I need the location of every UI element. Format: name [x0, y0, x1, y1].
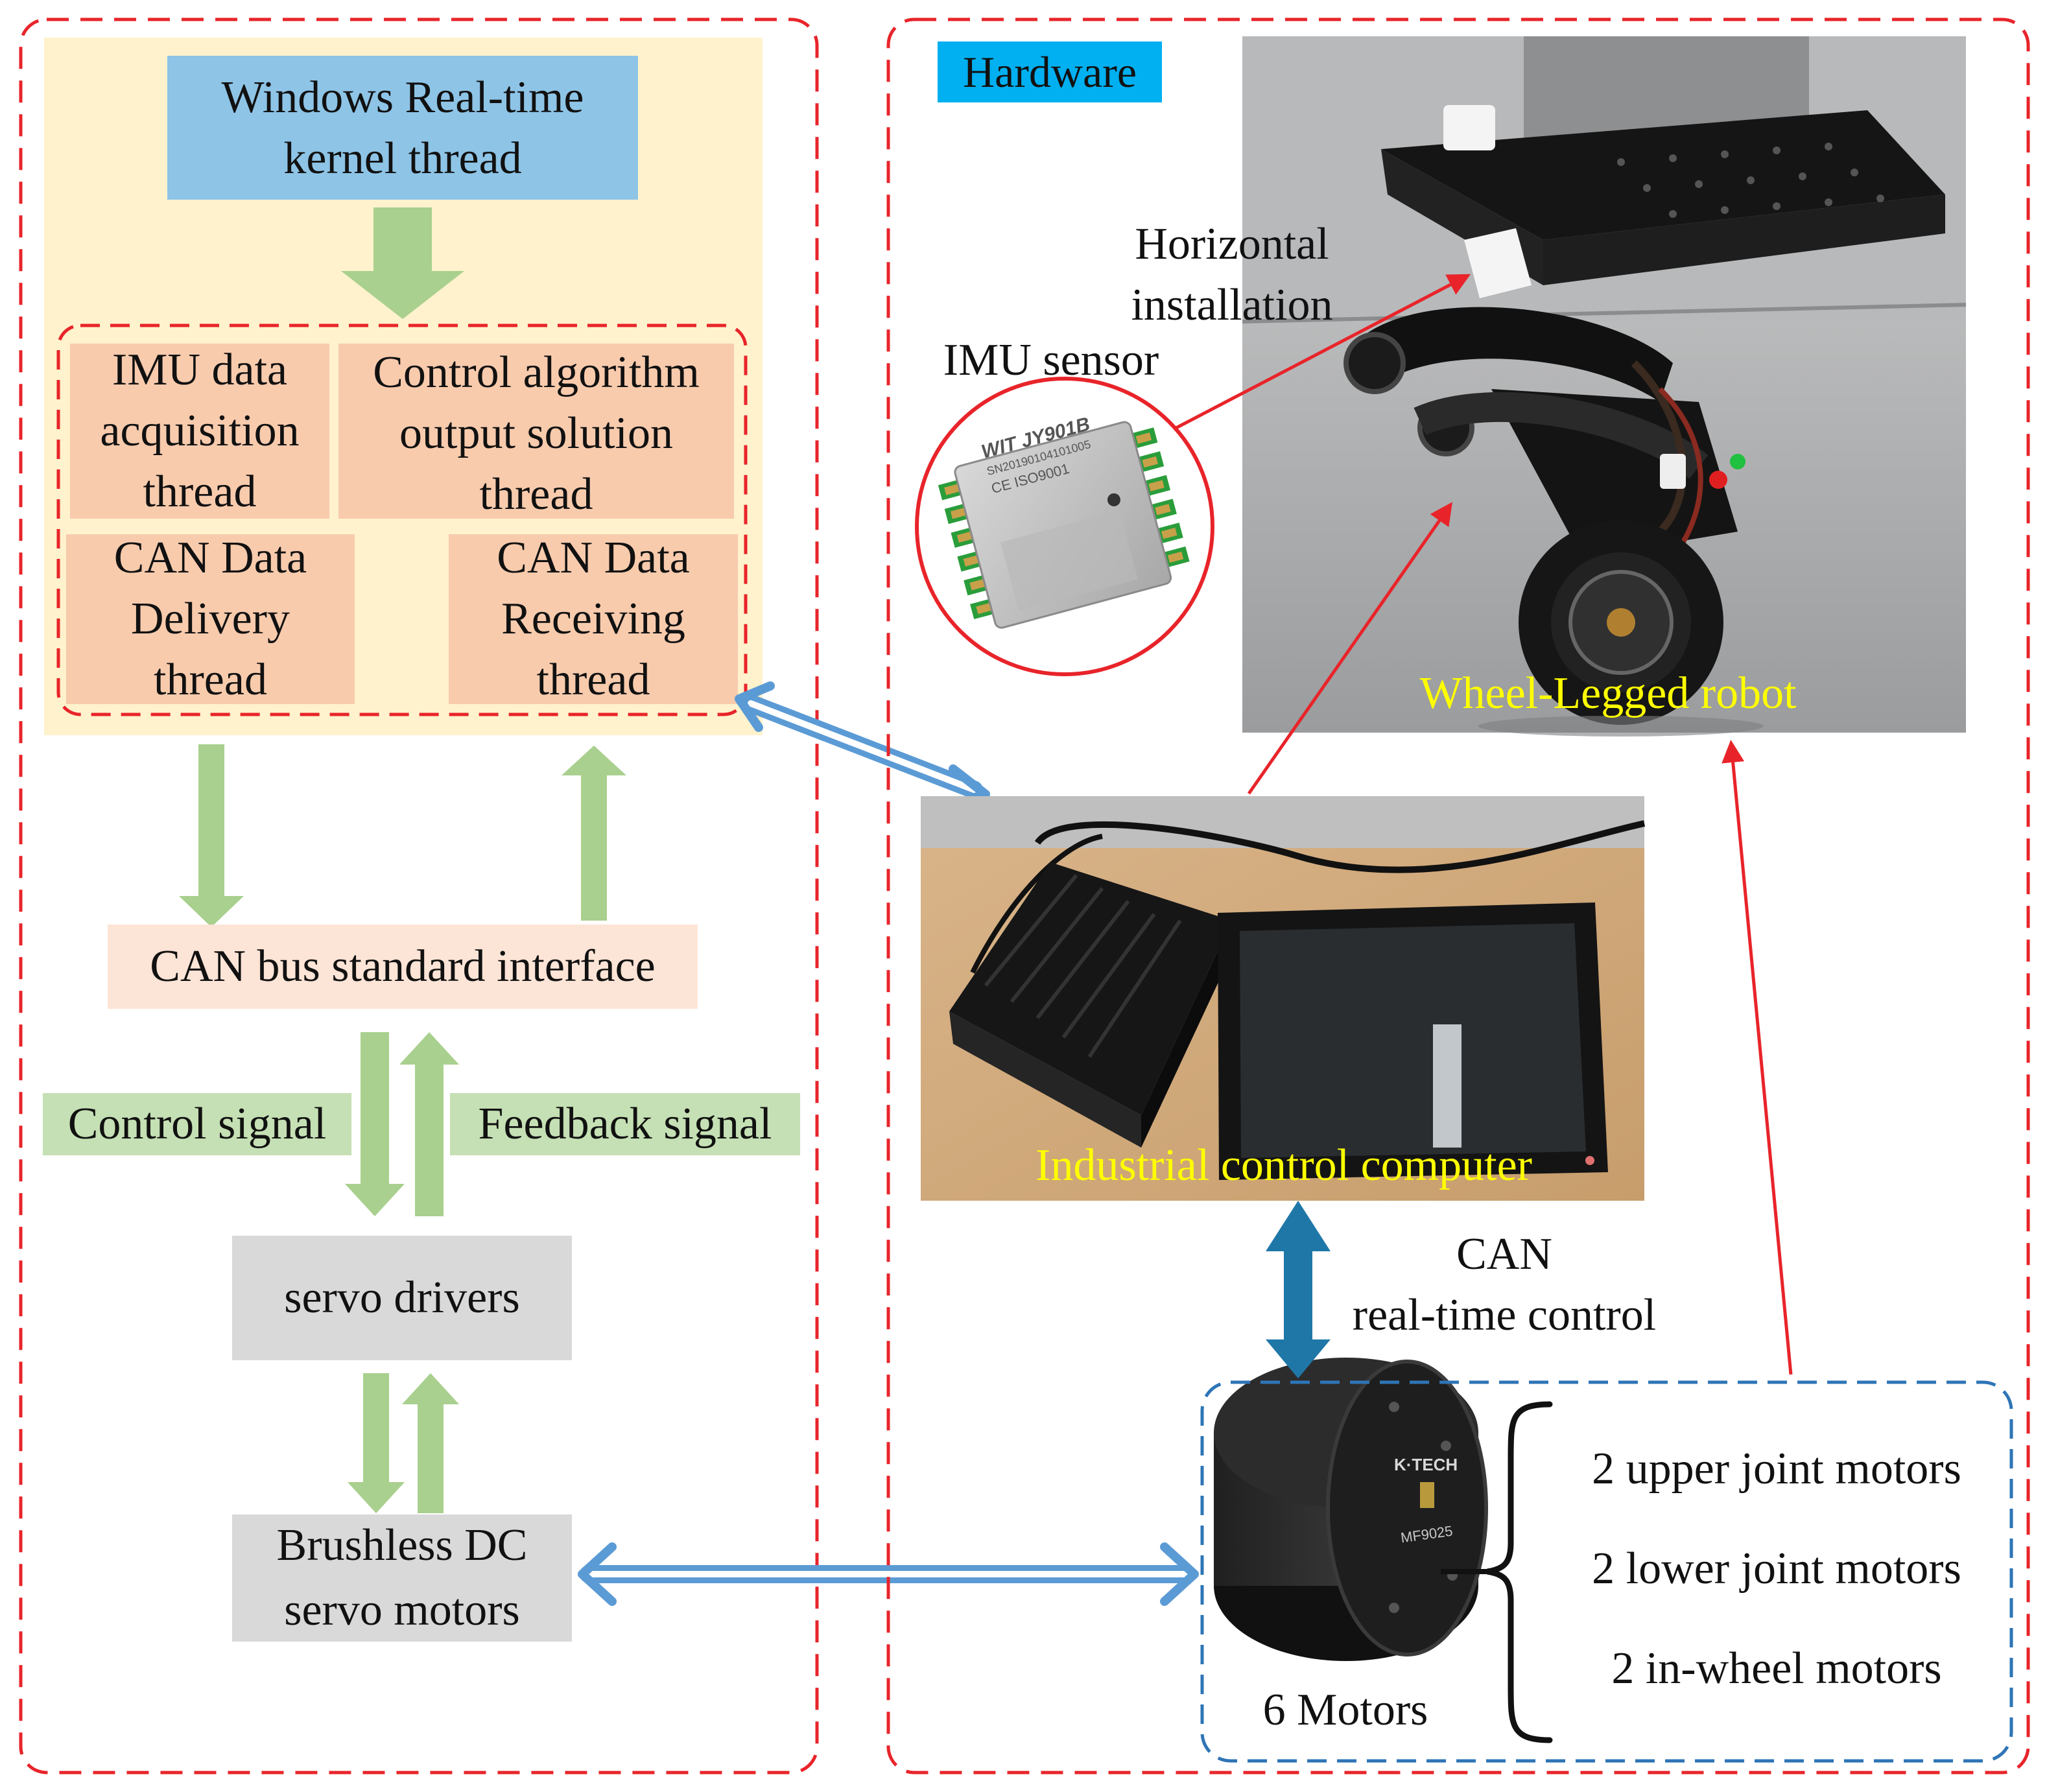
software-hardware-link	[735, 681, 990, 812]
motor-list-brace	[1487, 1401, 1553, 1743]
motor-list-item-wheel: 2 in-wheel motors	[1611, 1644, 1942, 1693]
control-thread-label: Control algorithm output solution thread	[373, 348, 700, 519]
kernel-thread-box	[167, 56, 638, 200]
hardware-tag-bg	[938, 41, 1162, 102]
control-signal-arrow	[345, 1032, 405, 1216]
can-realtime-arrow	[1266, 1201, 1331, 1378]
control-thread-box	[338, 344, 734, 519]
six-motors-label: 6 Motors	[1262, 1685, 1428, 1735]
can-delivery-thread-label: CAN Data Delivery thread	[113, 533, 307, 705]
feedback-signal-arrow	[399, 1032, 459, 1216]
kernel-thread-label: Windows Real-time kernel thread	[221, 73, 584, 183]
motor-photo	[1214, 1358, 1488, 1661]
can-realtime-label: CAN real-time control	[1352, 1229, 1657, 1340]
control-signal-tag	[43, 1093, 351, 1155]
computer-caption: Industrial control computer	[1035, 1140, 1532, 1190]
imu-sensor-photo	[915, 377, 1214, 676]
threads-to-canbus-arrow	[179, 744, 244, 927]
robot-caption: Wheel-Legged robot	[1419, 668, 1797, 718]
servo-drivers-label: servo drivers	[284, 1273, 520, 1323]
imu-sensor-label: IMU sensor	[943, 335, 1159, 385]
imu-thread-box	[70, 344, 329, 519]
can-receiving-thread-label: CAN Data Receiving thread	[497, 533, 690, 705]
servo-drivers-box	[232, 1236, 572, 1360]
control-signal-label: Control signal	[67, 1099, 327, 1149]
motor-brand: K·TECH	[1394, 1455, 1458, 1474]
can-receiving-thread-box	[449, 534, 738, 704]
motor-list-item-upper: 2 upper joint motors	[1592, 1444, 1961, 1494]
can-bus-label: CAN bus standard interface	[150, 941, 656, 991]
feedback-signal-label: Feedback signal	[478, 1099, 772, 1149]
bldc-motors-link	[578, 1542, 1199, 1606]
red-annotation-arrows	[1172, 274, 1793, 1375]
motor-list-item-lower: 2 lower joint motors	[1592, 1544, 1961, 1594]
kernel-to-threads-arrow	[341, 207, 464, 319]
robot-photo	[1242, 36, 1967, 737]
can-delivery-thread-box	[66, 534, 355, 704]
thread-group-border	[56, 324, 748, 716]
industrial-computer-photo	[921, 796, 1646, 1201]
motors-to-drivers-arrow	[402, 1373, 459, 1513]
drivers-to-motors-arrow	[348, 1373, 405, 1513]
motors-panel-border	[1200, 1380, 2013, 1763]
canbus-to-threads-arrow	[562, 746, 626, 921]
horizontal-installation-label: Horizontal installation	[1131, 219, 1333, 330]
can-bus-box	[108, 925, 698, 1009]
bldc-motors-box	[232, 1515, 572, 1642]
software-panel-border	[19, 18, 819, 1774]
feedback-signal-tag	[450, 1093, 800, 1155]
hardware-tag: Hardware	[962, 47, 1137, 97]
hardware-panel-border	[886, 18, 2030, 1774]
bldc-motors-label: Brushless DC servo motors	[276, 1520, 528, 1635]
imu-thread-label: IMU data acquisition thread	[100, 345, 300, 517]
